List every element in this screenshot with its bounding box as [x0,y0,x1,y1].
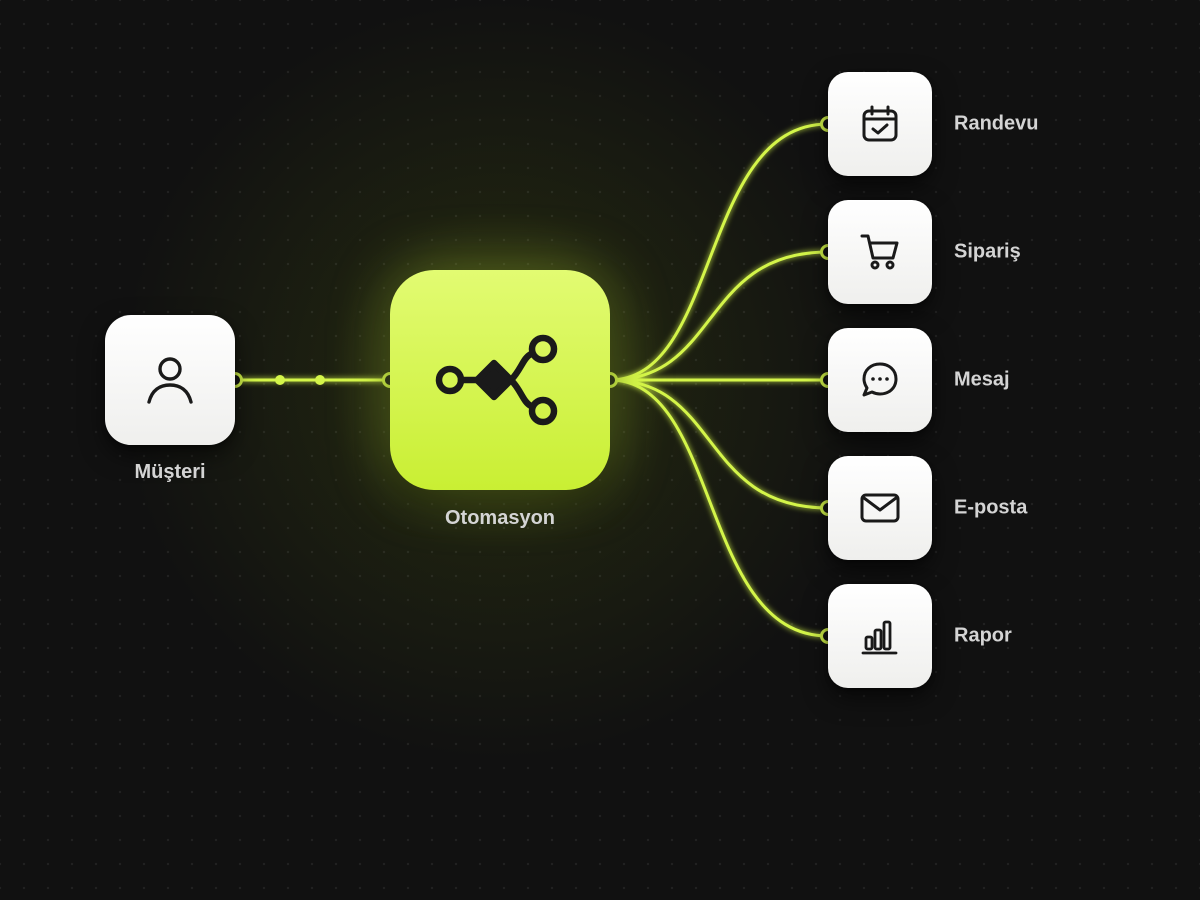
user-icon [147,357,193,404]
wire-hub-to-randevu [608,122,830,382]
wire-hub-to-eposta [608,378,830,510]
eposta-node[interactable] [828,456,932,560]
eposta-label: E-posta [954,496,1028,519]
customer-node[interactable] [105,315,235,445]
mesaj-node[interactable] [828,328,932,432]
randevu-node[interactable] [828,72,932,176]
automation-hub-node[interactable] [390,270,610,490]
bar-chart-icon [861,620,898,655]
siparis-node[interactable] [828,200,932,304]
wire-hub-to-rapor [608,378,830,638]
siparis-label: Sipariş [954,240,1021,263]
rapor-node[interactable] [828,584,932,688]
wire-hub-to-siparis [608,250,830,382]
envelope-icon [860,493,900,523]
customer-label: Müşteri [134,461,206,483]
wire-dots [275,375,325,385]
wire-dot [315,375,325,385]
mesaj-label: Mesaj [954,368,1010,391]
hub-label: Otomasyon [444,507,556,529]
wire-dot [275,375,285,385]
chat-bubble-icon [862,362,898,397]
workflow-branch-icon [435,334,558,426]
randevu-label: Randevu [954,112,1039,135]
shopping-cart-icon [860,234,899,270]
calendar-check-icon [862,105,898,142]
rapor-label: Rapor [954,624,1012,647]
